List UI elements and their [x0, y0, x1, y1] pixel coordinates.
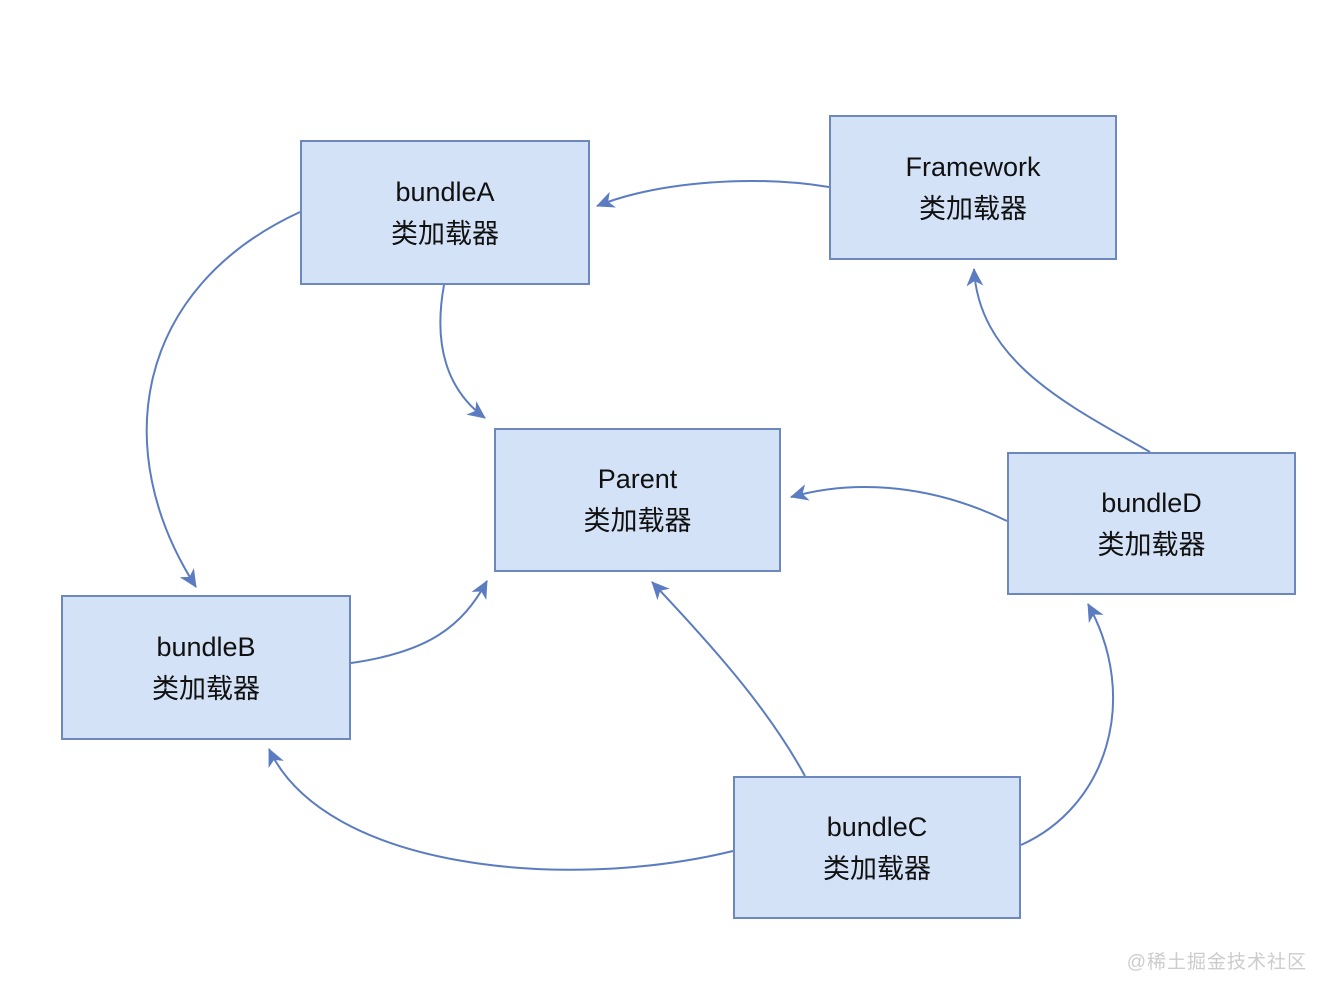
node-title: Parent: [597, 464, 678, 494]
edge-bundleD-to-framework: [966, 268, 1151, 453]
node-bundleC: bundleC 类加载器: [733, 776, 1021, 919]
node-bundleB: bundleB 类加载器: [61, 595, 351, 740]
node-subtitle: 类加载器: [823, 853, 931, 884]
node-bundleD: bundleD 类加载器: [1007, 452, 1296, 595]
node-title: bundleA: [395, 176, 495, 207]
node-framework: Framework 类加载器: [829, 115, 1117, 260]
edge-bundleB-to-parent: [350, 580, 488, 664]
site-watermark: @稀土掘金技术社区: [1126, 952, 1307, 973]
edge-bundleD-to-parent: [790, 484, 1008, 522]
node-subtitle: 类加载器: [152, 673, 260, 704]
node-subtitle: 类加载器: [583, 506, 692, 536]
node-subtitle: 类加载器: [919, 193, 1027, 224]
node-title: bundleD: [1101, 487, 1202, 518]
node-title: bundleC: [826, 811, 928, 842]
node-title: bundleB: [156, 631, 256, 662]
edge-bundleA-to-parent: [439, 284, 486, 419]
node-bundleA: bundleA 类加载器: [300, 140, 590, 285]
edge-bundleC-to-bundleD: [1020, 603, 1115, 846]
node-title: Framework: [905, 151, 1041, 182]
node-parent: Parent 类加载器: [494, 428, 781, 572]
node-subtitle: 类加载器: [1097, 529, 1206, 560]
edge-framework-to-bundleA: [596, 180, 830, 208]
node-subtitle: 类加载器: [391, 218, 499, 249]
edge-bundleC-to-parent: [651, 581, 806, 777]
edge-bundleC-to-bundleB: [268, 748, 734, 871]
edge-bundleA-to-bundleB: [145, 211, 301, 588]
